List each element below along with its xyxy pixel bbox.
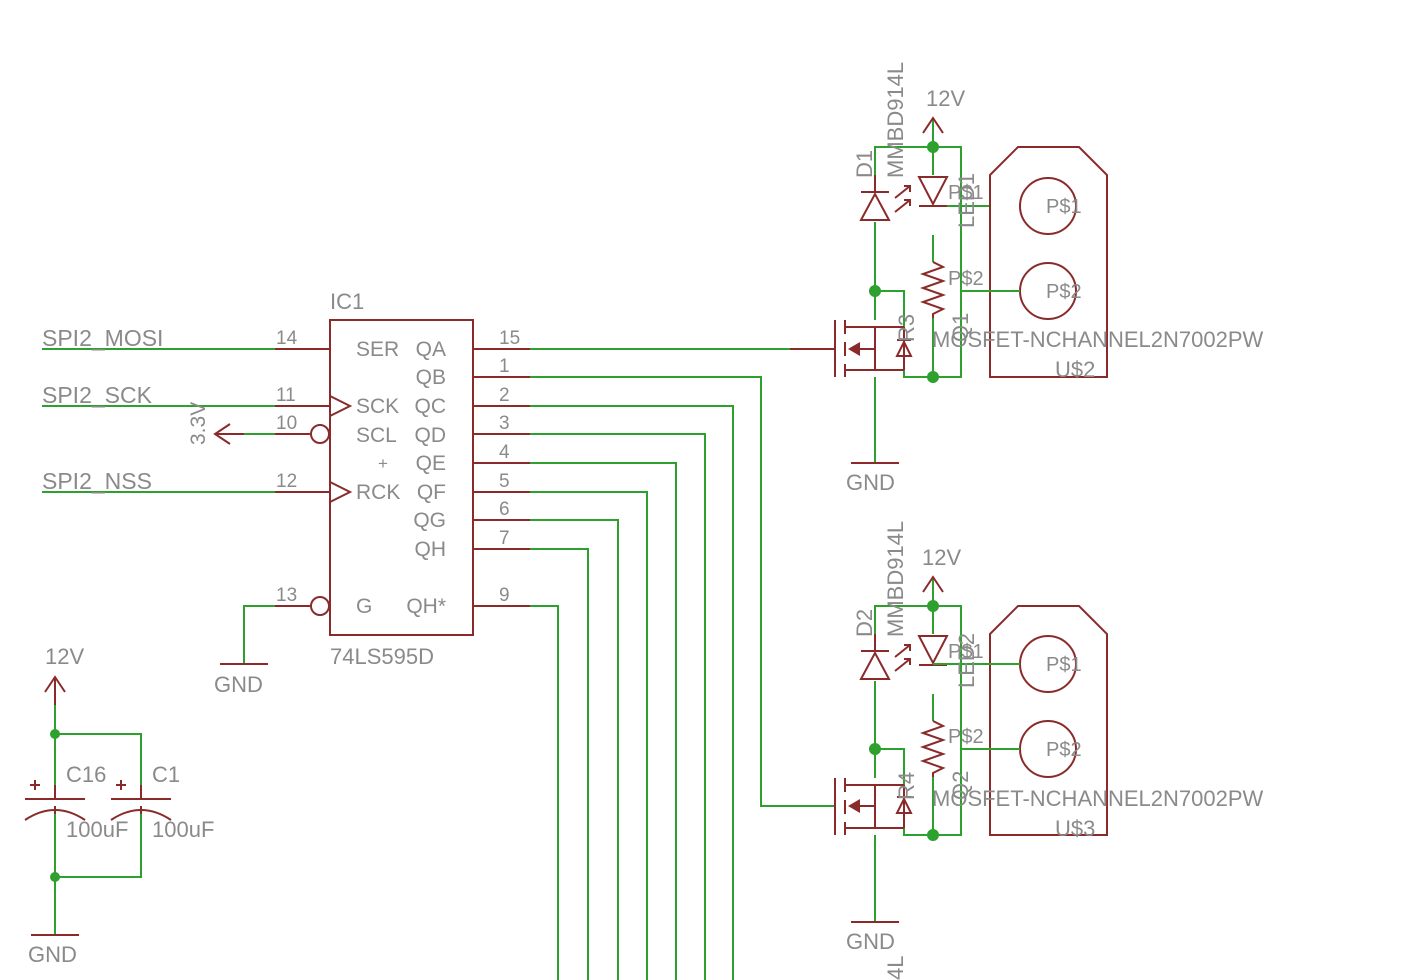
resistor-r4[interactable] xyxy=(919,720,947,777)
ch1-12v-label: 12V xyxy=(926,86,965,111)
wire-qf[interactable] xyxy=(530,491,648,980)
ic-pin-name: QE xyxy=(416,452,446,475)
ic-pin-name: QH xyxy=(415,538,447,561)
ch1-conn-ref: U$2 xyxy=(1055,357,1095,382)
net-label-3v3: 3.3V xyxy=(187,402,210,445)
ic-pin-number: 1 xyxy=(499,356,510,377)
ic-pin-number: 3 xyxy=(499,413,510,434)
ch1-wire-12v[interactable] xyxy=(874,146,962,378)
ch1-diode-value: MMBD914L xyxy=(883,62,908,178)
ch1-led-ref: LED1 xyxy=(954,173,979,228)
ic-pin-number: 4 xyxy=(499,442,510,463)
ic-pin-number: 9 xyxy=(499,585,510,606)
c16-value: 100uF xyxy=(66,817,128,842)
ch2-pad1-label: P$1 xyxy=(1046,654,1082,676)
ic-pin-name: QB xyxy=(416,366,446,389)
gnd-label-caps: GND xyxy=(28,942,77,967)
net-label-nss: SPI2_NSS xyxy=(42,468,152,494)
ch1-resistor-ref: R3 xyxy=(894,314,919,342)
ch2-conn-ref: U$3 xyxy=(1055,816,1095,841)
ch1-pad2-label: P$2 xyxy=(1046,281,1082,303)
c1-ref: C1 xyxy=(152,762,180,787)
ic-pin-name: QG xyxy=(413,509,446,532)
ic-pin-name: RCK xyxy=(356,481,400,504)
connector-u2[interactable] xyxy=(961,146,1108,378)
ic-pin-number: 13 xyxy=(276,585,297,606)
ic-pin-name: SCK xyxy=(356,395,399,418)
ic-pin-number: 2 xyxy=(499,385,510,406)
ic-pin-name: QC xyxy=(415,395,447,418)
ic-pin-name: G xyxy=(356,595,372,618)
ch1-pad1-pin-label: P$1 xyxy=(948,182,984,204)
ic-pin-number: 6 xyxy=(499,499,510,520)
net-label-sck: SPI2_SCK xyxy=(42,382,153,408)
ch2-pad1-pin-label: P$1 xyxy=(948,641,984,663)
ch1-mosfet-value: MOSFET-NCHANNEL2N7002PW xyxy=(932,327,1264,352)
wire-g-gnd[interactable] xyxy=(243,605,310,664)
led-led2[interactable] xyxy=(917,635,949,666)
ch2-gnd-label: GND xyxy=(846,929,895,954)
ch2-diode-ref: D2 xyxy=(852,609,877,637)
ic-pin-number: 12 xyxy=(276,471,297,492)
ic1-74ls595d[interactable] xyxy=(275,319,530,636)
ch2-pad2-pin-label: P$2 xyxy=(948,726,984,748)
ic-pin-name: QH* xyxy=(406,595,446,618)
diode-d2[interactable] xyxy=(859,634,911,680)
ch2-diode-value: MMBD914L xyxy=(883,521,908,637)
connector-u3[interactable] xyxy=(933,605,1108,836)
wire-qc[interactable] xyxy=(530,405,734,980)
net-label-12v-caps: 12V xyxy=(45,644,84,669)
mosfet-q1[interactable] xyxy=(790,320,913,377)
ic-pin-name: QD xyxy=(415,424,447,447)
wire-qh[interactable] xyxy=(530,548,589,980)
capacitor-c16[interactable] xyxy=(24,780,86,821)
ic-pin-number: 11 xyxy=(276,385,296,406)
ch2-12v-label: 12V xyxy=(922,545,961,570)
ch1-gnd-label: GND xyxy=(846,470,895,495)
ic-plus-mark: + xyxy=(378,454,388,473)
ch1-diode-ref: D1 xyxy=(852,150,877,178)
channel-1 xyxy=(790,116,1108,464)
ch2-resistor-ref: R4 xyxy=(894,772,919,800)
mosfet-q2[interactable] xyxy=(834,778,913,835)
ic-pin-number: 10 xyxy=(276,413,297,434)
wire-qg[interactable] xyxy=(530,519,619,980)
supply-3v3-symbol xyxy=(213,423,244,445)
ic-pin-number: 7 xyxy=(499,528,510,549)
ch2-pad2-label: P$2 xyxy=(1046,739,1082,761)
ch2-led-ref: LED2 xyxy=(954,633,979,688)
ic-pin-name: SER xyxy=(356,338,399,361)
cutoff-diode-value-fragment: 4L xyxy=(883,956,908,980)
resistor-r3[interactable] xyxy=(919,261,947,318)
wire-qd[interactable] xyxy=(530,433,706,980)
gnd-label-ic: GND xyxy=(214,672,263,697)
ic-pin-number: 5 xyxy=(499,471,510,492)
net-label-mosi: SPI2_MOSI xyxy=(42,325,163,351)
ch2-mosfet-ref: Q2 xyxy=(948,771,973,800)
wire-qe[interactable] xyxy=(530,462,677,980)
c1-value: 100uF xyxy=(152,817,214,842)
ch1-pad2-pin-label: P$2 xyxy=(948,268,984,290)
ic-pin-number: 14 xyxy=(276,328,298,349)
channel-2 xyxy=(834,575,1108,923)
ic-pin-number: 15 xyxy=(499,328,520,349)
ic-pin-name: SCL xyxy=(356,424,397,447)
ch1-pad1-label: P$1 xyxy=(1046,196,1082,218)
c16-ref: C16 xyxy=(66,762,106,787)
ch1-mosfet-ref: Q1 xyxy=(948,313,973,342)
led-led1[interactable] xyxy=(917,176,949,207)
output-wires xyxy=(530,348,835,980)
ch2-mosfet-value: MOSFET-NCHANNEL2N7002PW xyxy=(932,786,1264,811)
wire-qh-star[interactable] xyxy=(530,605,559,980)
ch2-wire-12v[interactable] xyxy=(874,605,962,836)
ic-pin-name: QF xyxy=(417,481,446,504)
ic-pin-name: QA xyxy=(416,338,446,361)
diode-d1[interactable] xyxy=(859,175,911,221)
ic1-ref: IC1 xyxy=(330,289,364,314)
ic1-value: 74LS595D xyxy=(330,644,434,669)
capacitor-c1[interactable] xyxy=(110,780,172,821)
capacitor-section xyxy=(24,675,172,936)
wire-qb[interactable] xyxy=(530,376,835,807)
